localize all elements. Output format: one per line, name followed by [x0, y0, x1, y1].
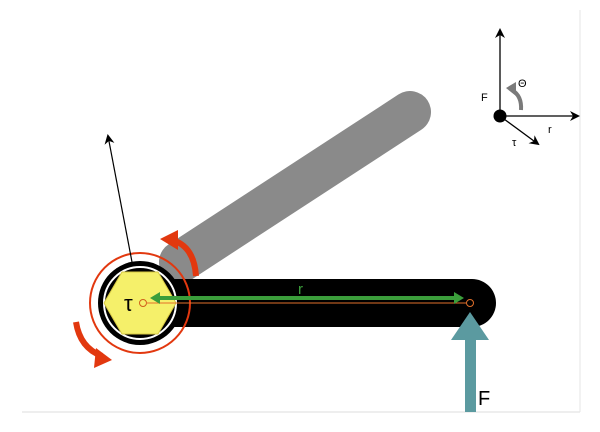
pivot-point [139, 299, 147, 307]
axes-legend [493, 28, 580, 146]
radius-vector [150, 292, 464, 304]
force-label: F [478, 388, 490, 410]
torque-vector [104, 134, 133, 263]
axes-torque-label: τ [512, 137, 517, 149]
torque-label: τ [124, 291, 133, 316]
force-application-point [466, 299, 474, 307]
curved-arrow-icon [73, 321, 112, 368]
wrench-rotated-position [159, 91, 431, 283]
axes-force-label: F [481, 92, 488, 104]
axes-theta-label: Θ [518, 78, 527, 90]
axes-radius-label: r [548, 124, 552, 136]
curved-arrow-icon [160, 230, 199, 277]
force-arrow [451, 312, 489, 412]
radius-label: r [298, 281, 303, 298]
